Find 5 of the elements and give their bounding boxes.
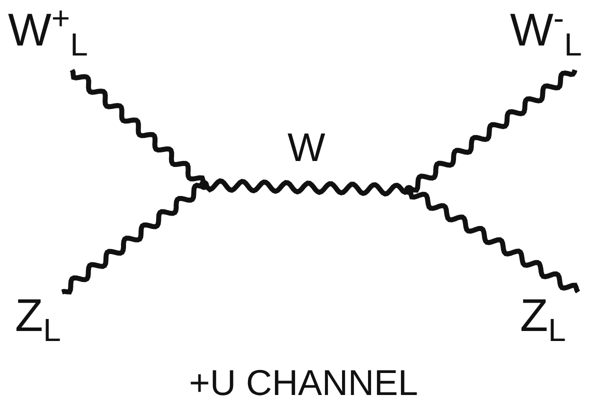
caption: +U CHANNEL [188, 362, 420, 404]
vertex-dot [199, 180, 209, 190]
vertex-dot [404, 185, 414, 195]
particle-label: Z$_{L}$ [15, 292, 61, 346]
particle-label: Z$_{L}$ [520, 292, 566, 346]
